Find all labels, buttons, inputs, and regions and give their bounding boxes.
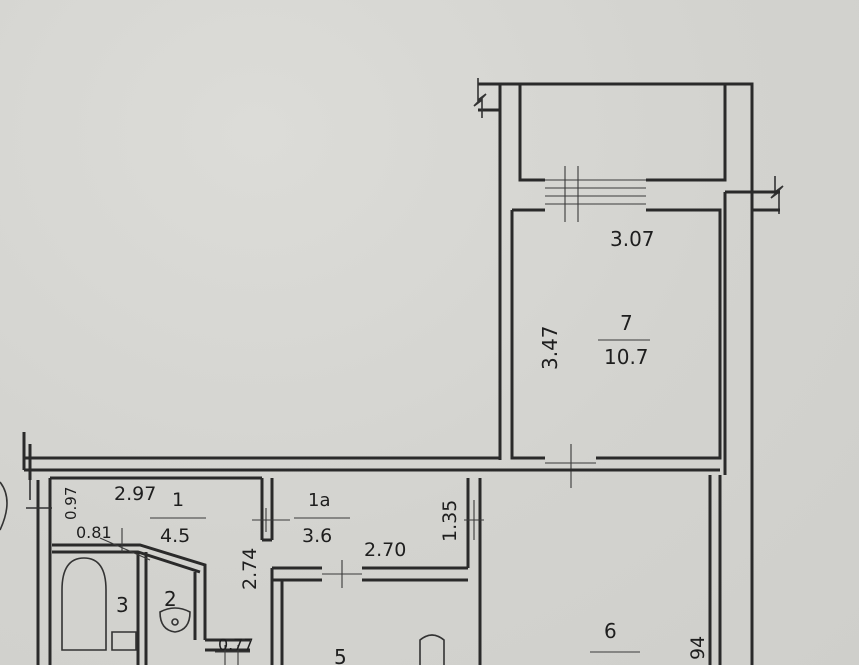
room-3-number: 3 (116, 593, 129, 617)
dim-room1a-depth: 1.35 (439, 500, 461, 542)
room-7-door (545, 444, 596, 488)
toilet-icon (159, 607, 191, 633)
wall-break-mark (473, 78, 487, 118)
room-6-fixture (419, 634, 445, 665)
dim-room6-partial: 94 (687, 636, 709, 660)
balcony-door (545, 166, 646, 222)
room-7-wall (498, 110, 780, 665)
room-1a-area: 3.6 (302, 525, 332, 547)
room-1a-wall (270, 478, 482, 665)
hall-door (26, 480, 52, 509)
room-6-number: 6 (604, 619, 617, 643)
wall-break-mark (770, 176, 784, 214)
corridor-wall (22, 432, 720, 480)
room-1a-number: 1а (308, 490, 330, 511)
bath-door-mark (99, 528, 151, 561)
entrance-arc (0, 481, 8, 531)
balcony-wall (478, 82, 754, 192)
dim-room7-width: 3.07 (610, 227, 655, 251)
dim-hall-width: 2.97 (114, 483, 156, 505)
room-1a-door (322, 560, 362, 588)
room-1-area: 4.5 (160, 525, 190, 547)
dim-wc-door: 0.77 (218, 635, 254, 654)
bath-wall (52, 543, 250, 665)
dim-bath-width: 0.81 (76, 523, 112, 542)
dim-hall-depth: 0.97 (62, 487, 80, 520)
room-5-number: 5 (334, 645, 347, 665)
sink-icon (111, 631, 137, 651)
bathtub-icon (61, 557, 107, 651)
room-1a-opening (252, 500, 484, 540)
dim-room7-length: 3.47 (538, 325, 562, 370)
wc-door-mark (215, 645, 250, 665)
hall-wall (36, 476, 274, 665)
room-2-number: 2 (164, 587, 177, 611)
room-7-number: 7 (620, 311, 633, 335)
room-1-number: 1 (172, 489, 184, 511)
dim-corridor-length: 2.74 (239, 548, 261, 590)
room-7-area: 10.7 (604, 345, 649, 369)
dim-room1a-width: 2.70 (364, 539, 406, 561)
room-6-wall (708, 475, 722, 665)
